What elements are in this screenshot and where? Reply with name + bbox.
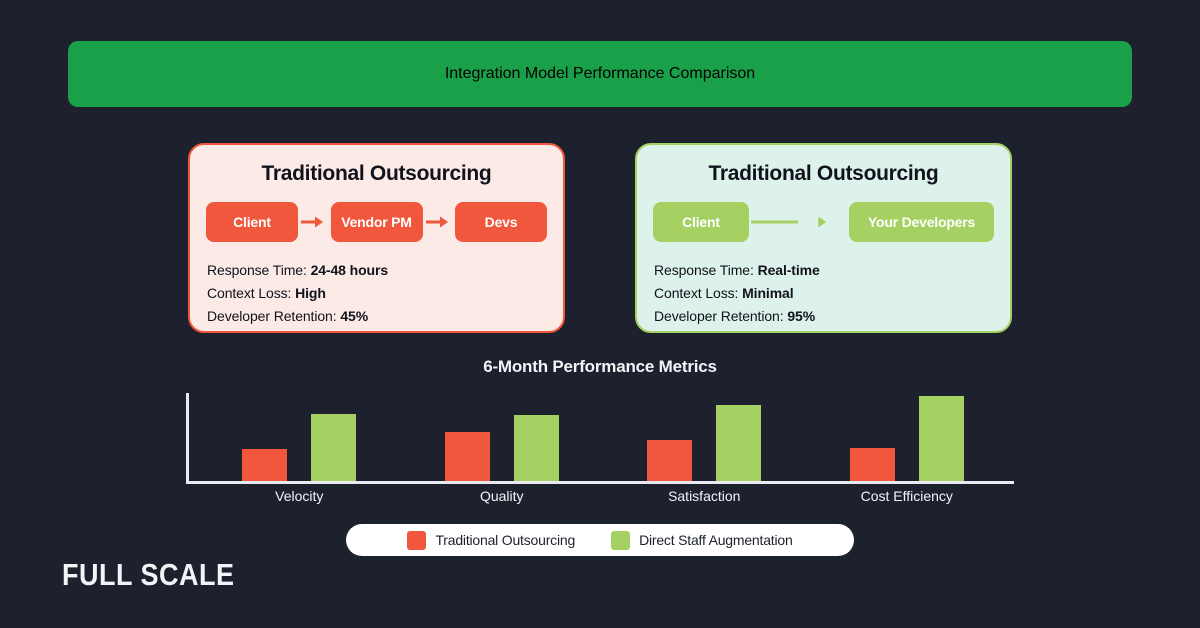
y-axis-line (186, 393, 189, 481)
arrow-right-icon (298, 215, 331, 229)
metric-value: High (295, 285, 326, 301)
metric-label: Context Loss: (654, 285, 739, 301)
metric-row: Context Loss: Minimal (654, 282, 993, 305)
chart-legend: Traditional Outsourcing Direct Staff Aug… (346, 524, 854, 556)
metric-label: Response Time: (654, 262, 754, 278)
legend-swatch-icon (611, 530, 631, 550)
legend-item-direct: Direct Staff Augmentation (611, 530, 793, 550)
metric-label: Context Loss: (207, 285, 292, 301)
metric-value: 45% (340, 308, 369, 324)
flow-node-vendor-pm: Vendor PM (330, 202, 423, 242)
flow-diagram-traditional: Client Vendor PM Devs (190, 202, 563, 242)
comparison-card-direct: Traditional Outsourcing Client Your Deve… (635, 143, 1012, 333)
legend-label: Direct Staff Augmentation (639, 532, 793, 548)
metric-label: Developer Retention: (207, 308, 337, 324)
metric-value: Real-time (757, 262, 820, 278)
metric-row: Developer Retention: 45% (207, 305, 546, 328)
header-banner: Integration Model Performance Comparison (68, 41, 1132, 107)
bar-satisfaction-direct-staff-augmentation (716, 405, 761, 481)
bar-quality-traditional-outsourcing (445, 432, 490, 481)
card-title-direct: Traditional Outsourcing (708, 162, 939, 185)
legend-label: Traditional Outsourcing (435, 532, 576, 548)
bar-chart: Velocity Quality Satisfaction Cost Efficien… (180, 388, 1020, 504)
metric-value: Minimal (742, 285, 794, 301)
x-axis-tick-label: Velocity (275, 488, 323, 504)
metric-label: Response Time: (207, 262, 307, 278)
metric-row: Response Time: 24-48 hours (207, 259, 546, 282)
x-axis-tick-label: Quality (480, 488, 524, 504)
metric-label: Developer Retention: (654, 308, 784, 324)
bar-cost-efficiency-traditional-outsourcing (850, 448, 895, 481)
x-axis-tick-label: Satisfaction (668, 488, 740, 504)
metric-value: 95% (787, 308, 816, 324)
metric-row: Developer Retention: 95% (654, 305, 993, 328)
bar-velocity-traditional-outsourcing (242, 449, 287, 481)
bar-quality-direct-staff-augmentation (514, 415, 559, 481)
x-axis-line (186, 481, 1014, 484)
page-title: Integration Model Performance Comparison (444, 65, 756, 82)
metrics-list-traditional: Response Time: 24-48 hours Context Loss:… (190, 259, 563, 328)
bar-chart-svg: Velocity Quality Satisfaction Cost Efficien… (186, 393, 1014, 504)
flow-node-client: Client (653, 202, 749, 242)
flow-node-your-developers: Your Developers (849, 202, 994, 242)
comparison-card-traditional: Traditional Outsourcing Client Vendor PM… (188, 143, 565, 333)
bar-cost-efficiency-direct-staff-augmentation (919, 396, 964, 481)
legend-item-traditional: Traditional Outsourcing (407, 530, 576, 550)
bar-satisfaction-traditional-outsourcing (647, 440, 692, 481)
metric-row: Response Time: Real-time (654, 259, 993, 282)
x-axis-tick-label: Cost Efficiency (861, 488, 953, 504)
flow-node-devs: Devs (455, 202, 547, 242)
metric-row: Context Loss: High (207, 282, 546, 305)
flow-diagram-direct: Client Your Developers (637, 202, 1010, 242)
arrow-right-icon (423, 215, 456, 229)
legend-swatch-icon (407, 530, 427, 550)
bar-velocity-direct-staff-augmentation (311, 414, 356, 481)
metrics-list-direct: Response Time: Real-time Context Loss: M… (637, 259, 1010, 328)
metric-value: 24-48 hours (310, 262, 389, 278)
card-title-traditional: Traditional Outsourcing (261, 162, 492, 185)
arrow-right-long-icon (749, 215, 849, 229)
brand-logo: FULL SCALE (62, 558, 235, 592)
flow-node-client: Client (206, 202, 298, 242)
chart-title: 6-Month Performance Metrics (483, 357, 717, 376)
